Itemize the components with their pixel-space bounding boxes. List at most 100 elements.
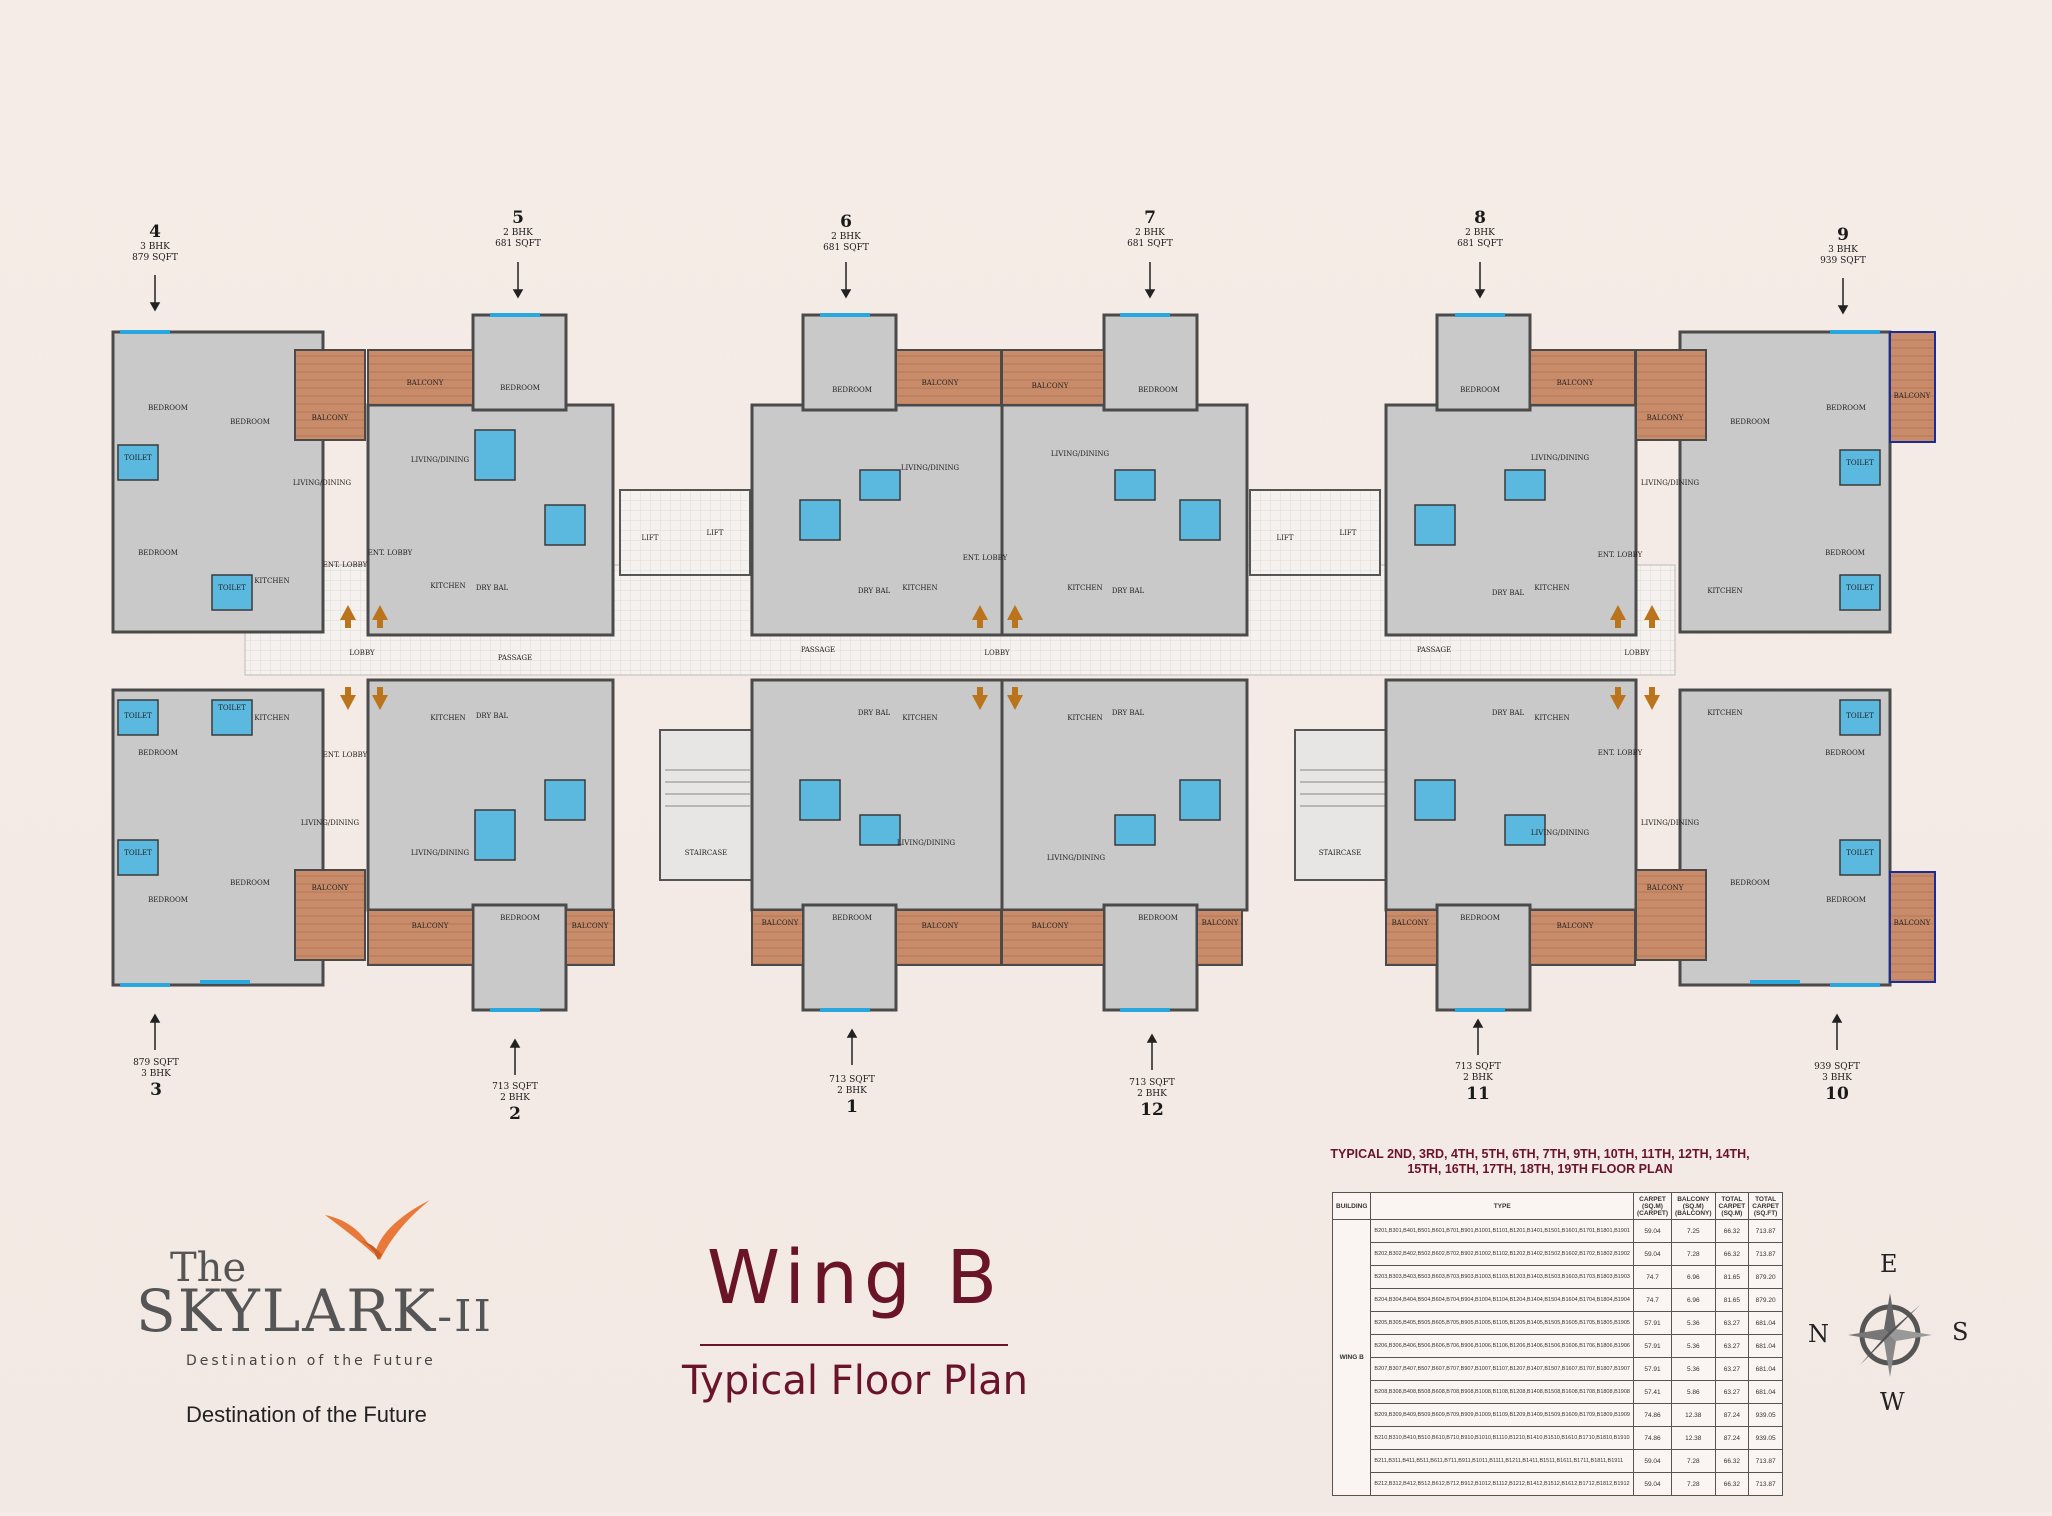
living-label: LIVING/DINING [1531, 829, 1590, 837]
unit-type: 2 BHK [837, 1086, 867, 1096]
value-cell: 74.86 [1632, 1426, 1673, 1450]
passage-label: PASSAGE [498, 654, 532, 662]
bedroom-label: BEDROOM [1825, 749, 1865, 757]
value-cell: 6.96 [1671, 1288, 1716, 1312]
type-cell: B201,B301,B401,B501,B601,B701,B901,B1001… [1370, 1219, 1634, 1243]
dry-bal-label: DRY BAL [1112, 709, 1145, 717]
logo-name-text: SKYLARK [136, 1277, 438, 1345]
unit-area: 713 SQFT [1455, 1062, 1501, 1072]
area-table: BUILDING TYPE CARPET (SQ.M) (CARPET) BAL… [1331, 1192, 1783, 1496]
bird-logo-icon [325, 1200, 430, 1260]
value-cell: 74.7 [1632, 1265, 1673, 1289]
bedroom-label: BEDROOM [1826, 404, 1866, 412]
unit-area: 939 SQFT [1814, 1062, 1860, 1072]
type-cell: B202,B302,B402,B502,B602,B702,B902,B1002… [1370, 1242, 1634, 1266]
balcony-label: BALCONY [1032, 382, 1069, 390]
value-cell: 59.04 [1632, 1472, 1673, 1496]
unit-number: 7 [1144, 208, 1156, 228]
table-title: TYPICAL 2ND, 3RD, 4TH, 5TH, 6TH, 7TH, 9T… [1330, 1147, 1750, 1176]
unit-type: 3 BHK [1822, 1073, 1852, 1083]
unit-label-3: 879 SQFT 3 BHK 3 [96, 1058, 216, 1100]
toilet-label: TOILET [124, 712, 152, 720]
living-label: LIVING/DINING [293, 479, 352, 487]
unit-number: 4 [149, 222, 161, 242]
balcony [1385, 909, 1438, 966]
logo-subtext: Destination of the Future [186, 1353, 436, 1369]
balcony [1889, 871, 1936, 983]
value-cell: 87.24 [1714, 1426, 1750, 1450]
toilet [859, 814, 901, 846]
table-row: B207,B307,B407,B507,B607,B707,B907,B1007… [1333, 1357, 1783, 1381]
lift-label: LIFT [642, 534, 659, 542]
col-header: TOTAL CARPET (SQ.FT) [1748, 1192, 1783, 1220]
balcony [1635, 869, 1707, 961]
toilet [799, 779, 841, 821]
unit-area: 939 SQFT [1820, 256, 1866, 266]
unit-number: 5 [512, 208, 524, 228]
arrow-icon [1644, 695, 1660, 710]
toilet [1839, 574, 1881, 611]
balcony-label: BALCONY [922, 379, 959, 387]
balcony [1001, 349, 1105, 406]
unit-type: 3 BHK [140, 242, 170, 252]
ent-lobby-label: ENT. LOBBY [963, 554, 1008, 562]
arrow-icon [372, 605, 388, 620]
unit-type: 2 BHK [1137, 1089, 1167, 1099]
table-row: B202,B302,B402,B502,B602,B702,B902,B1002… [1333, 1242, 1783, 1266]
toilet [1179, 499, 1221, 541]
value-cell: 939.05 [1748, 1403, 1783, 1427]
staircase-label: STAIRCASE [1319, 849, 1362, 857]
building-cell: WING B [1331, 1219, 1372, 1496]
living-label: LIVING/DINING [1047, 854, 1106, 862]
balcony [751, 909, 804, 966]
unit-area: 879 SQFT [132, 253, 178, 263]
bedroom-label: BEDROOM [1138, 914, 1178, 922]
toilet [1504, 469, 1546, 501]
bedroom-label: BEDROOM [1138, 386, 1178, 394]
balcony-label: BALCONY [922, 922, 959, 930]
type-cell: B205,B305,B405,B505,B605,B705,B905,B1005… [1370, 1311, 1634, 1335]
toilet [799, 499, 841, 541]
type-cell: B211,B311,B411,B511,B611,B711,B911,B1011… [1370, 1449, 1634, 1473]
balcony [1196, 909, 1243, 966]
unit-3-block [111, 688, 325, 987]
balcony [1889, 331, 1936, 443]
bedroom-label: BEDROOM [1460, 386, 1500, 394]
value-cell: 7.28 [1671, 1449, 1716, 1473]
lobby-label: LOBBY [349, 649, 375, 657]
kitchen-label: KITCHEN [254, 714, 289, 722]
dry-bal-label: DRY BAL [858, 709, 891, 717]
value-cell: 63.27 [1714, 1334, 1750, 1358]
balcony [294, 869, 366, 961]
value-cell: 681.04 [1748, 1334, 1783, 1358]
unit-type: 2 BHK [500, 1093, 530, 1103]
value-cell: 879.20 [1748, 1288, 1783, 1312]
balcony [1001, 909, 1105, 966]
value-cell: 57.91 [1632, 1357, 1673, 1381]
unit-area: 879 SQFT [133, 1058, 179, 1068]
compass: E N S W [1800, 1250, 1980, 1420]
logo-suffix: -II [437, 1291, 493, 1342]
value-cell: 81.65 [1714, 1265, 1750, 1289]
col-header: BALCONY (SQ.M) (BALCONY) [1671, 1192, 1716, 1220]
balcony [1529, 349, 1636, 406]
toilet-label: TOILET [218, 704, 246, 712]
lift-core-right [1249, 489, 1381, 576]
unit-8-bedroom-top [1435, 313, 1532, 412]
value-cell: 66.32 [1714, 1472, 1750, 1496]
arrow-icon [1007, 605, 1023, 620]
dry-bal-label: DRY BAL [858, 587, 891, 595]
balcony-label: BALCONY [1392, 919, 1429, 927]
type-cell: B210,B310,B410,B510,B610,B710,B910,B1010… [1370, 1426, 1634, 1450]
passage-label: PASSAGE [801, 646, 835, 654]
unit-2-bedroom-bottom [471, 903, 568, 1012]
value-cell: 74.86 [1632, 1403, 1673, 1427]
table-row: B205,B305,B405,B505,B605,B705,B905,B1005… [1333, 1311, 1783, 1335]
balcony-label: BALCONY [412, 922, 449, 930]
unit-label-9: 9 3 BHK 939 SQFT [1783, 225, 1903, 267]
value-cell: 713.87 [1748, 1219, 1783, 1243]
bedroom-label: BEDROOM [148, 404, 188, 412]
unit-type: 2 BHK [1135, 228, 1165, 238]
bedroom-label: BEDROOM [230, 418, 270, 426]
